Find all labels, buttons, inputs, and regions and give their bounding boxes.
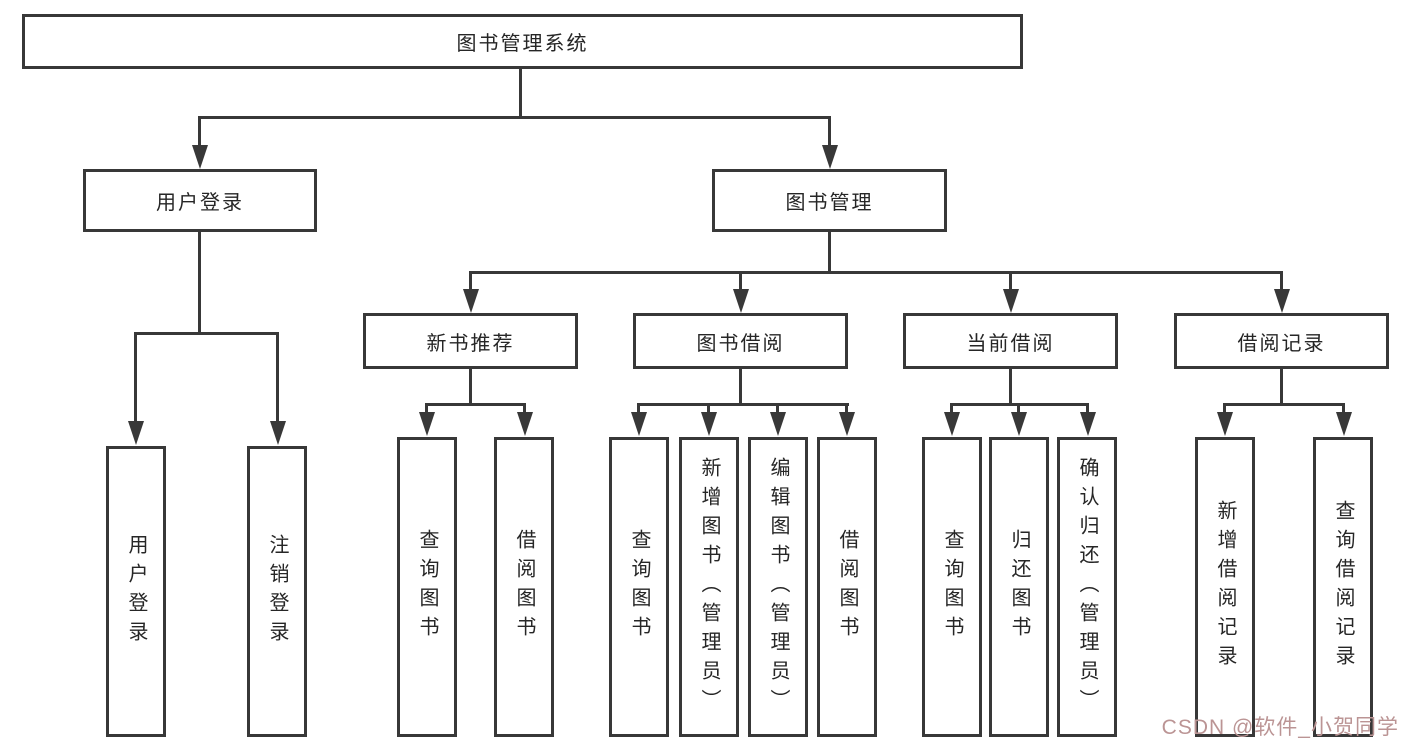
leaf-record-query: 查询借阅记录 xyxy=(1313,437,1373,737)
leaf-borrow-query: 查询图书 xyxy=(609,437,669,737)
connector-arrowhead xyxy=(463,289,479,313)
connector-arrowhead xyxy=(1011,412,1027,436)
leaf-borrow-edit-admin: 编辑图书（管理员） xyxy=(748,437,808,737)
leaf-user-login-label: 用户登录 xyxy=(125,533,147,650)
connector-arrowhead xyxy=(631,412,647,436)
connector-segment xyxy=(1009,271,1012,291)
connector-arrowhead xyxy=(1080,412,1096,436)
connector-arrowhead xyxy=(944,412,960,436)
leaf-newbook-borrow-label: 借阅图书 xyxy=(513,529,535,645)
connector-arrowhead xyxy=(270,421,286,445)
node-new-book-recommend: 新书推荐 xyxy=(363,313,578,369)
leaf-current-query: 查询图书 xyxy=(922,437,982,737)
node-user-login-label: 用户登录 xyxy=(156,192,244,214)
leaf-borrow-add-admin-label: 新增图书（管理员） xyxy=(698,456,720,718)
connector-arrowhead xyxy=(1336,412,1352,436)
connector-segment xyxy=(1223,403,1345,406)
node-root-label: 图书管理系统 xyxy=(456,33,589,55)
connector-arrowhead xyxy=(822,145,838,169)
leaf-newbook-borrow: 借阅图书 xyxy=(494,437,554,737)
leaf-user-login: 用户登录 xyxy=(106,446,166,737)
connector-arrowhead xyxy=(192,145,208,169)
connector-arrowhead xyxy=(1217,412,1233,436)
connector-segment xyxy=(198,116,831,119)
connector-segment xyxy=(637,403,849,406)
leaf-newbook-query: 查询图书 xyxy=(397,437,457,737)
connector-segment xyxy=(134,332,137,424)
node-current-borrow-label: 当前借阅 xyxy=(966,332,1055,355)
leaf-borrow-add-admin: 新增图书（管理员） xyxy=(679,437,739,737)
connector-segment xyxy=(469,271,1283,274)
connector-segment xyxy=(1223,403,1226,416)
connector-arrowhead xyxy=(770,412,786,436)
leaf-newbook-query-label: 查询图书 xyxy=(416,529,438,645)
connector-segment xyxy=(637,403,640,416)
node-borrow-record-label: 借阅记录 xyxy=(1237,332,1326,355)
leaf-record-add-label: 新增借阅记录 xyxy=(1214,500,1236,674)
leaf-borrow-book-label: 借阅图书 xyxy=(836,529,858,645)
leaf-record-add: 新增借阅记录 xyxy=(1195,437,1255,737)
node-book-borrow-label: 图书借阅 xyxy=(696,332,785,355)
watermark-text: CSDN @软件_小贺同学 xyxy=(1161,716,1399,739)
connector-segment xyxy=(1342,403,1345,416)
connector-segment xyxy=(519,69,522,119)
connector-segment xyxy=(828,116,831,148)
connector-segment xyxy=(469,271,472,291)
connector-segment xyxy=(950,403,953,416)
connector-segment xyxy=(845,403,848,416)
leaf-return-book: 归还图书 xyxy=(989,437,1049,737)
connector-segment xyxy=(198,116,201,148)
connector-arrowhead xyxy=(1274,289,1290,313)
leaf-return-book-label: 归还图书 xyxy=(1008,529,1030,645)
connector-segment xyxy=(828,231,831,274)
connector-arrowhead xyxy=(701,412,717,436)
leaf-confirm-return-admin: 确认归还（管理员） xyxy=(1057,437,1117,737)
leaf-current-query-label: 查询图书 xyxy=(941,529,963,645)
connector-segment xyxy=(134,332,279,335)
connector-segment xyxy=(523,403,526,416)
connector-segment xyxy=(707,403,710,416)
connector-segment xyxy=(776,403,779,416)
connector-segment xyxy=(198,231,201,335)
leaf-confirm-return-admin-label: 确认归还（管理员） xyxy=(1076,456,1098,718)
connector-segment xyxy=(276,332,279,424)
node-book-mgmt-label: 图书管理 xyxy=(785,192,874,214)
node-user-login: 用户登录 xyxy=(83,169,317,232)
connector-segment xyxy=(739,369,742,406)
node-borrow-record: 借阅记录 xyxy=(1174,313,1389,369)
leaf-borrow-query-label: 查询图书 xyxy=(628,529,650,645)
connector-arrowhead xyxy=(839,412,855,436)
connector-arrowhead xyxy=(1003,289,1019,313)
connector-segment xyxy=(469,369,472,406)
connector-segment xyxy=(1009,369,1012,406)
connector-arrowhead xyxy=(419,412,435,436)
connector-arrowhead xyxy=(128,421,144,445)
connector-segment xyxy=(1086,403,1089,416)
node-current-borrow: 当前借阅 xyxy=(903,313,1118,369)
connector-segment xyxy=(739,271,742,291)
leaf-record-query-label: 查询借阅记录 xyxy=(1332,500,1354,674)
leaf-borrow-book: 借阅图书 xyxy=(817,437,877,737)
node-root: 图书管理系统 xyxy=(22,14,1023,69)
connector-segment xyxy=(1280,271,1283,291)
connector-segment xyxy=(425,403,526,406)
node-new-book-recommend-label: 新书推荐 xyxy=(426,332,515,355)
connector-segment xyxy=(1017,403,1020,416)
leaf-borrow-edit-admin-label: 编辑图书（管理员） xyxy=(767,456,789,718)
node-book-mgmt: 图书管理 xyxy=(712,169,947,232)
connector-segment xyxy=(425,403,428,416)
leaf-logout: 注销登录 xyxy=(247,446,307,737)
leaf-logout-label: 注销登录 xyxy=(266,533,288,650)
connector-segment xyxy=(1280,369,1283,406)
connector-arrowhead xyxy=(517,412,533,436)
node-book-borrow: 图书借阅 xyxy=(633,313,848,369)
connector-arrowhead xyxy=(733,289,749,313)
